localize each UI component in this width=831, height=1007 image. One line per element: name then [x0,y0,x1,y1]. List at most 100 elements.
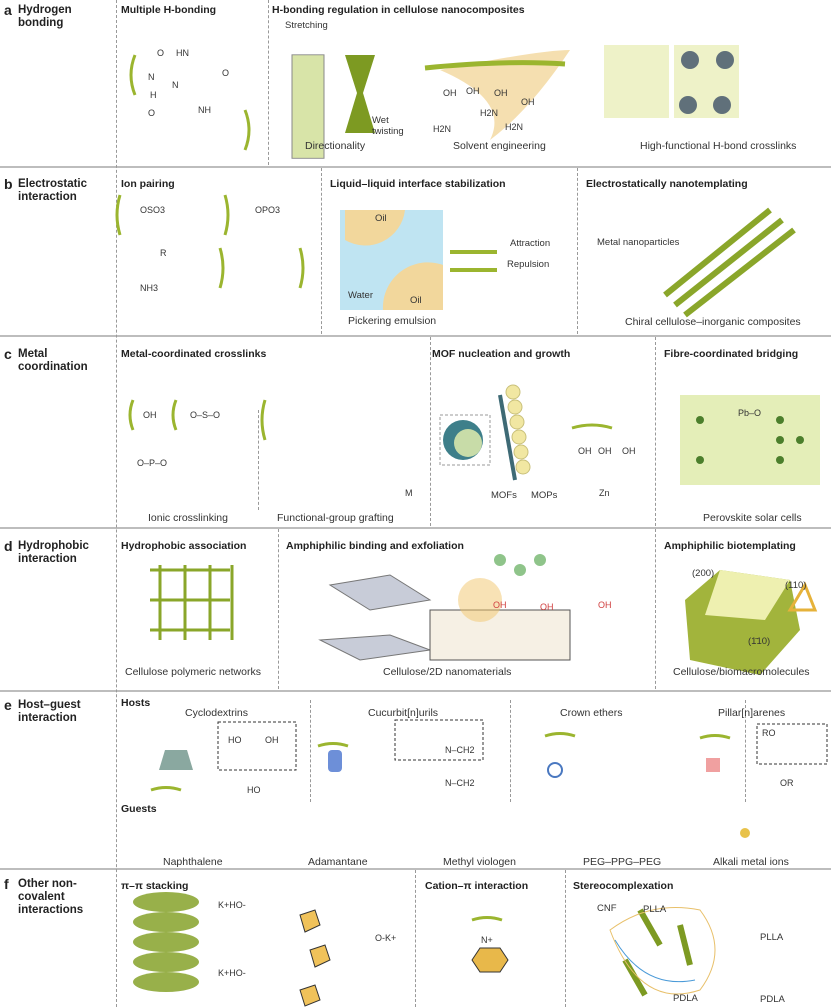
panel-divider [268,0,269,165]
label: MOFs [491,490,517,501]
label: (1̄10) [748,636,771,647]
host-name: Cyclodextrins [185,707,249,719]
chem-label: OH [493,600,507,610]
label: (200) [692,568,715,579]
panel-title: Metal-coordinated crosslinks [121,348,267,360]
chem-label: OH [443,88,457,98]
solvent-ribbon-icon [440,50,570,140]
cucurbituril-icon [328,750,342,772]
panel-divider [745,700,746,802]
section-title: Host–guest interaction [18,699,81,724]
label: Attraction [510,238,551,249]
biomolecule-icon [494,554,546,576]
guest-name: Adamantane [308,856,368,868]
mof-inset-icon [439,414,491,466]
chem-label: N–CH2 [445,778,475,788]
chem-label: O [157,48,165,58]
guest-name: PEG–PPG–PEG [583,856,662,868]
graphene-sheet-icon [429,609,571,661]
chem-label: H2N [505,122,524,132]
chem-label: R [160,248,167,258]
panel-divider [577,168,578,334]
cyclodextrin-icon [159,750,193,770]
nanoparticle-icon [679,51,734,114]
panel-divider [278,529,279,689]
label: Metal nanoparticles [597,237,680,248]
row-separator [0,166,831,168]
caption: Cellulose/2D nanomaterials [383,666,512,678]
panel-divider [655,529,656,689]
section-title: Hydrogen bonding [18,4,72,29]
chem-label: Pb–O [738,408,762,418]
panel-title: Multiple H-bonding [121,4,217,16]
label: Oil [410,295,422,306]
panel-title: Amphiphilic biotemplating [664,540,796,552]
label: PDLA [760,994,785,1005]
chem-label: OH [265,735,279,745]
section-title: Metal coordination [18,348,88,373]
chem-label: NH3 [140,283,159,293]
panel-divider [565,870,566,1007]
panel-title: Liquid–liquid interface stabilization [330,178,506,190]
caption: Chiral cellulose–inorganic composites [625,316,801,328]
chem-label: K+HO- [218,900,246,910]
label: Water [348,290,373,301]
caption: Functional-group grafting [277,512,394,524]
section-letter: c [4,346,12,362]
caption: High-functional H-bond crosslinks [640,140,797,152]
alkali-ion-icon [740,828,750,838]
panel-title: H-bonding regulation in cellulose nanoco… [272,4,525,16]
panel-title: MOF nucleation and growth [432,348,571,360]
caption: Ionic crosslinking [148,512,228,524]
label: Stretching [285,20,328,31]
section-title: Electrostatic interaction [18,178,88,203]
caption: Perovskite solar cells [703,512,802,524]
chem-label: HO [228,735,242,745]
chem-label: OSO3 [140,205,166,215]
chem-label: N [148,72,155,82]
chem-label: O–P–O [137,458,168,468]
benzene-ring-icon [471,947,509,973]
guests-heading: Guests [121,803,157,815]
mop-chain-icon [505,384,531,475]
chem-label: OH [540,602,554,612]
panel-title: Amphiphilic binding and exfoliation [286,540,464,552]
caption: Solvent engineering [453,140,546,152]
chem-label: HO [247,785,261,795]
row-separator [0,527,831,529]
repeat-unit-box-icon [217,719,828,771]
chem-label: O [222,68,230,78]
oil-droplet-icon [382,262,443,310]
chem-label: OH [466,86,480,96]
caption: Cellulose/biomacromolecules [673,666,810,678]
label: (110) [785,580,807,591]
chem-label: K+HO- [218,968,246,978]
chem-label: H2N [480,108,499,118]
chem-label: N–CH2 [445,745,475,755]
panel-divider [258,410,259,510]
panel-title: Hydrophobic association [121,540,247,552]
chem-label: M [405,488,413,498]
section-letter: a [4,2,12,18]
panel-divider [430,337,431,526]
label: PDLA [673,993,698,1004]
chem-label: Zn [599,488,610,498]
chem-label: OH [578,446,592,456]
caption: Cellulose polymeric networks [125,666,261,678]
label: Repulsion [507,259,550,270]
oil-droplet-icon [345,210,405,246]
chem-label: OH [494,88,508,98]
chem-label: OR [780,778,794,788]
guest-name: Methyl viologen [443,856,516,868]
chem-label: RO [762,728,776,738]
host-name: Cucurbit[n]urils [368,707,439,719]
panel-divider [415,870,416,1007]
row-separator [0,335,831,337]
caption: Pickering emulsion [348,315,437,327]
chem-label: NH [198,105,211,115]
section-letter: d [4,538,13,554]
label: Oil [375,213,387,224]
label: Wet twisting [372,115,404,137]
crown-ether-icon [547,762,563,778]
